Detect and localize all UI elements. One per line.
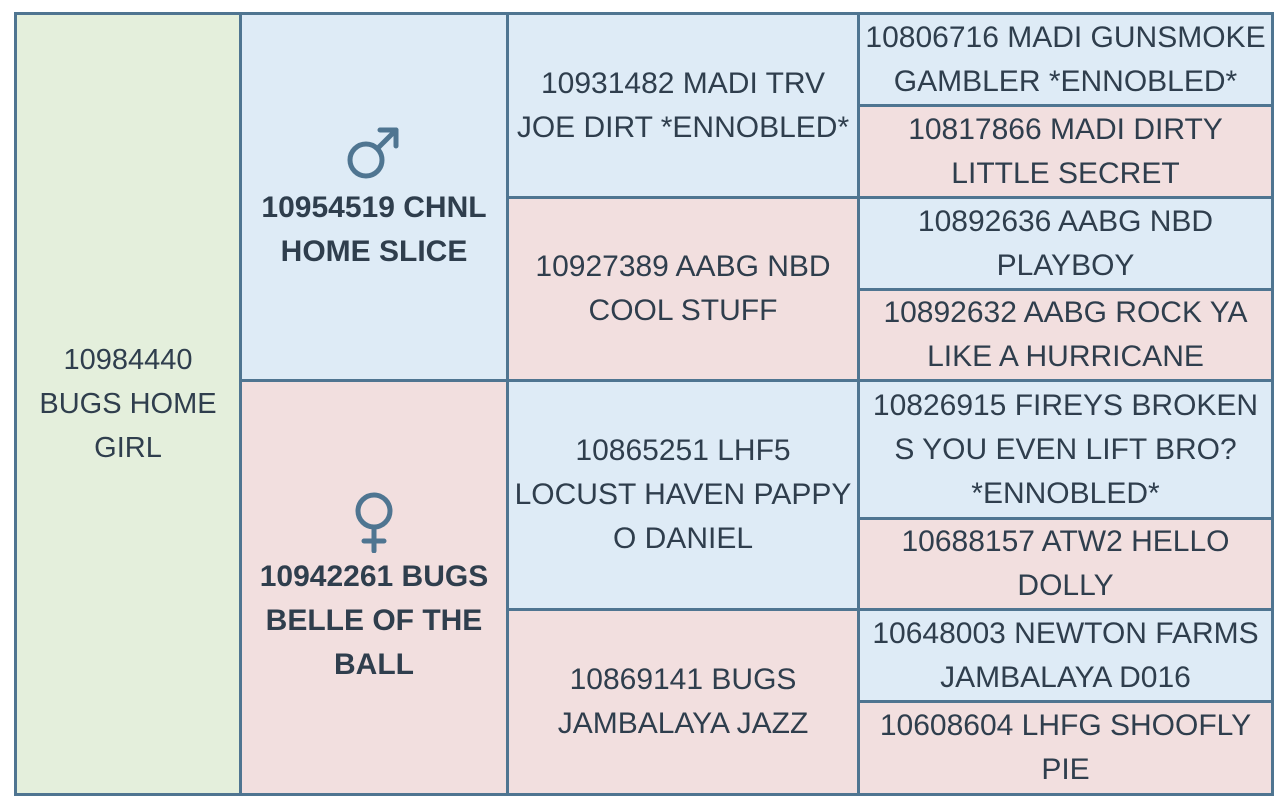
grandparent-sire-dam-name: 10927389 AABG NBD COOL STUFF <box>535 250 831 327</box>
pedigree-chart: 10984440 BUGS HOME GIRL 10954519 CHNL HO… <box>14 12 1274 796</box>
great-grandparent-name: 10688157 ATW2 HELLO DOLLY <box>901 525 1230 602</box>
sire-name: 10954519 CHNL HOME SLICE <box>261 191 487 268</box>
great-grandparent-cell: 10892636 AABG NBD PLAYBOY <box>860 199 1271 288</box>
subject-cell: 10984440 BUGS HOME GIRL <box>17 15 239 793</box>
great-grandparent-name: 10826915 FIREYS BROKEN S YOU EVEN LIFT B… <box>872 388 1259 510</box>
grandparent-dam-dam-name: 10869141 BUGS JAMBALAYA JAZZ <box>557 663 809 740</box>
male-symbol-icon <box>342 120 406 184</box>
grandparent-sire-sire-name: 10931482 MADI TRV JOE DIRT *ENNOBLED* <box>516 66 850 144</box>
sire-cell: 10954519 CHNL HOME SLICE <box>242 15 506 379</box>
great-grandparent-name: 10817866 MADI DIRTY LITTLE SECRET <box>908 112 1223 190</box>
great-grandparent-name: 10892632 AABG ROCK YA LIKE A HURRICANE <box>883 296 1248 373</box>
great-grandparent-name: 10806716 MADI GUNSMOKE GAMBLER *ENNOBLED… <box>865 20 1266 98</box>
great-grandparent-name: 10892636 AABG NBD PLAYBOY <box>917 204 1214 282</box>
great-grandparent-name: 10648003 NEWTON FARMS JAMBALAYA D016 <box>872 616 1259 694</box>
great-grandparent-cell: 10688157 ATW2 HELLO DOLLY <box>860 520 1271 608</box>
great-grandparent-cell: 10608604 LHFG SHOOFLY PIE <box>860 703 1271 793</box>
dam-cell: 10942261 BUGS BELLE OF THE BALL <box>242 382 506 793</box>
great-grandparent-cell: 10817866 MADI DIRTY LITTLE SECRET <box>860 107 1271 196</box>
great-grandparent-cell: 10826915 FIREYS BROKEN S YOU EVEN LIFT B… <box>860 382 1271 517</box>
grandparent-sire-sire-cell: 10931482 MADI TRV JOE DIRT *ENNOBLED* <box>509 15 857 196</box>
grandparent-dam-sire-name: 10865251 LHF5 LOCUST HAVEN PAPPY O DANIE… <box>514 434 852 555</box>
grandparent-sire-dam-cell: 10927389 AABG NBD COOL STUFF <box>509 199 857 379</box>
grandparent-dam-dam-cell: 10869141 BUGS JAMBALAYA JAZZ <box>509 611 857 793</box>
subject-name: 10984440 BUGS HOME GIRL <box>39 344 217 464</box>
female-symbol-icon <box>342 489 406 553</box>
grandparent-dam-sire-cell: 10865251 LHF5 LOCUST HAVEN PAPPY O DANIE… <box>509 382 857 608</box>
dam-name: 10942261 BUGS BELLE OF THE BALL <box>259 559 489 681</box>
great-grandparent-name: 10608604 LHFG SHOOFLY PIE <box>879 709 1252 786</box>
great-grandparent-cell: 10806716 MADI GUNSMOKE GAMBLER *ENNOBLED… <box>860 15 1271 104</box>
great-grandparent-cell: 10648003 NEWTON FARMS JAMBALAYA D016 <box>860 611 1271 700</box>
great-grandparent-cell: 10892632 AABG ROCK YA LIKE A HURRICANE <box>860 291 1271 379</box>
